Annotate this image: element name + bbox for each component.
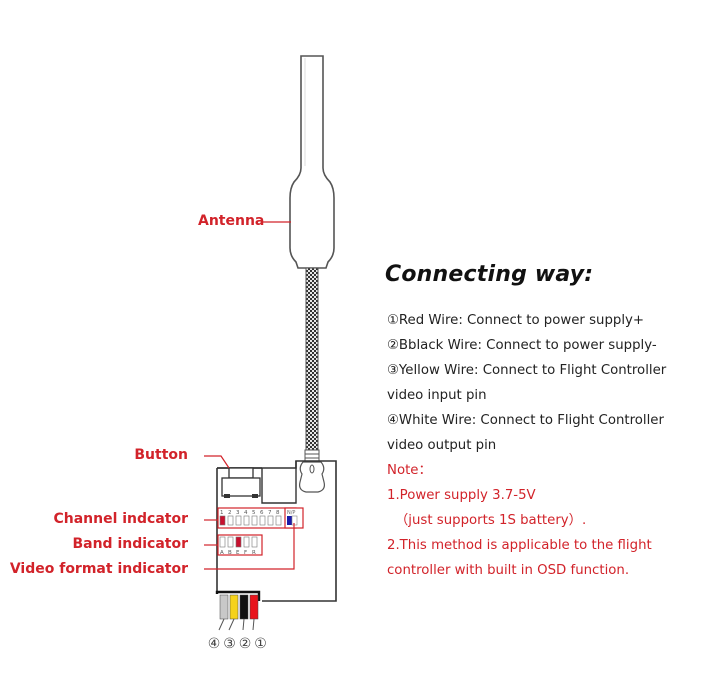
wire-lead bbox=[228, 618, 235, 631]
band-leds bbox=[219, 536, 258, 548]
wire bbox=[229, 594, 239, 620]
callout-lines bbox=[204, 221, 295, 570]
video-format-led bbox=[287, 516, 292, 525]
band-indicator-label: Band indicator bbox=[72, 536, 188, 552]
wire-number: ① bbox=[254, 636, 267, 652]
note-2-cont: controller with built in OSD function. bbox=[387, 563, 630, 578]
wire-instruction-yellow: ③Yellow Wire: Connect to Flight Controll… bbox=[387, 363, 667, 378]
video-format-label: N/P bbox=[287, 510, 295, 516]
channel-led bbox=[243, 515, 250, 526]
channel-number: 2 bbox=[228, 510, 232, 516]
wire-instruction-black: ②Bblack Wire: Connect to power supply- bbox=[387, 338, 657, 353]
ipex-connector bbox=[299, 449, 325, 493]
button-component bbox=[221, 467, 261, 498]
note-1-detail: （just supports 1S battery）. bbox=[395, 513, 587, 528]
band-letter: A bbox=[220, 550, 224, 556]
channel-leds bbox=[219, 515, 282, 526]
wire bbox=[239, 594, 249, 620]
antenna-label: Antenna bbox=[198, 213, 265, 229]
note-title: Note： bbox=[387, 463, 432, 478]
channel-led bbox=[259, 515, 266, 526]
antenna bbox=[289, 55, 335, 269]
wire-instruction-white: ④White Wire: Connect to Flight Controlle… bbox=[387, 413, 664, 428]
band-led bbox=[235, 536, 242, 548]
channel-led bbox=[275, 515, 282, 526]
channel-number: 1 bbox=[220, 510, 224, 516]
wire-number: ④ bbox=[208, 636, 221, 652]
channel-number: 3 bbox=[236, 510, 240, 516]
instructions-panel: ①Red Wire: Connect to power supply+ ②Bbl… bbox=[387, 308, 707, 583]
band-led bbox=[243, 536, 250, 548]
channel-number: 4 bbox=[244, 510, 248, 516]
wire-connector bbox=[215, 590, 261, 631]
band-led bbox=[251, 536, 258, 548]
channel-led bbox=[227, 515, 234, 526]
button-label: Button bbox=[134, 447, 188, 463]
band-led bbox=[227, 536, 234, 548]
wire-lead bbox=[252, 618, 255, 631]
band-letter: F bbox=[244, 550, 247, 556]
wire bbox=[249, 594, 259, 620]
channel-led bbox=[235, 515, 242, 526]
wire-instruction-yellow-cont: video input pin bbox=[387, 388, 487, 403]
video-format-indicator-label: Video format indicator bbox=[9, 561, 188, 577]
channel-number: 8 bbox=[276, 510, 280, 516]
band-letter: E bbox=[236, 550, 240, 556]
note-1: 1.Power supply 3.7-5V bbox=[387, 488, 536, 503]
channel-number: 5 bbox=[252, 510, 256, 516]
channel-number: 7 bbox=[268, 510, 272, 516]
wire bbox=[219, 594, 229, 620]
band-led bbox=[219, 536, 226, 548]
channel-indicator-label: Channel indcator bbox=[53, 511, 188, 527]
wire-number: ③ bbox=[223, 636, 236, 652]
band-letter: R bbox=[252, 550, 256, 556]
antenna-cable bbox=[305, 267, 319, 451]
channel-led bbox=[267, 515, 274, 526]
channel-led bbox=[251, 515, 258, 526]
wire-number: ② bbox=[239, 636, 252, 652]
channel-number: 6 bbox=[260, 510, 264, 516]
channel-led bbox=[219, 515, 226, 526]
note-2: 2.This method is applicable to the fligh… bbox=[387, 538, 652, 553]
wire-lead bbox=[218, 618, 225, 631]
connecting-way-heading: Connecting way: bbox=[385, 262, 594, 287]
wire-lead bbox=[242, 618, 245, 631]
band-letter: B bbox=[228, 550, 232, 556]
wire-instruction-white-cont: video output pin bbox=[387, 438, 497, 453]
wire-instruction-red: ①Red Wire: Connect to power supply+ bbox=[387, 313, 645, 328]
